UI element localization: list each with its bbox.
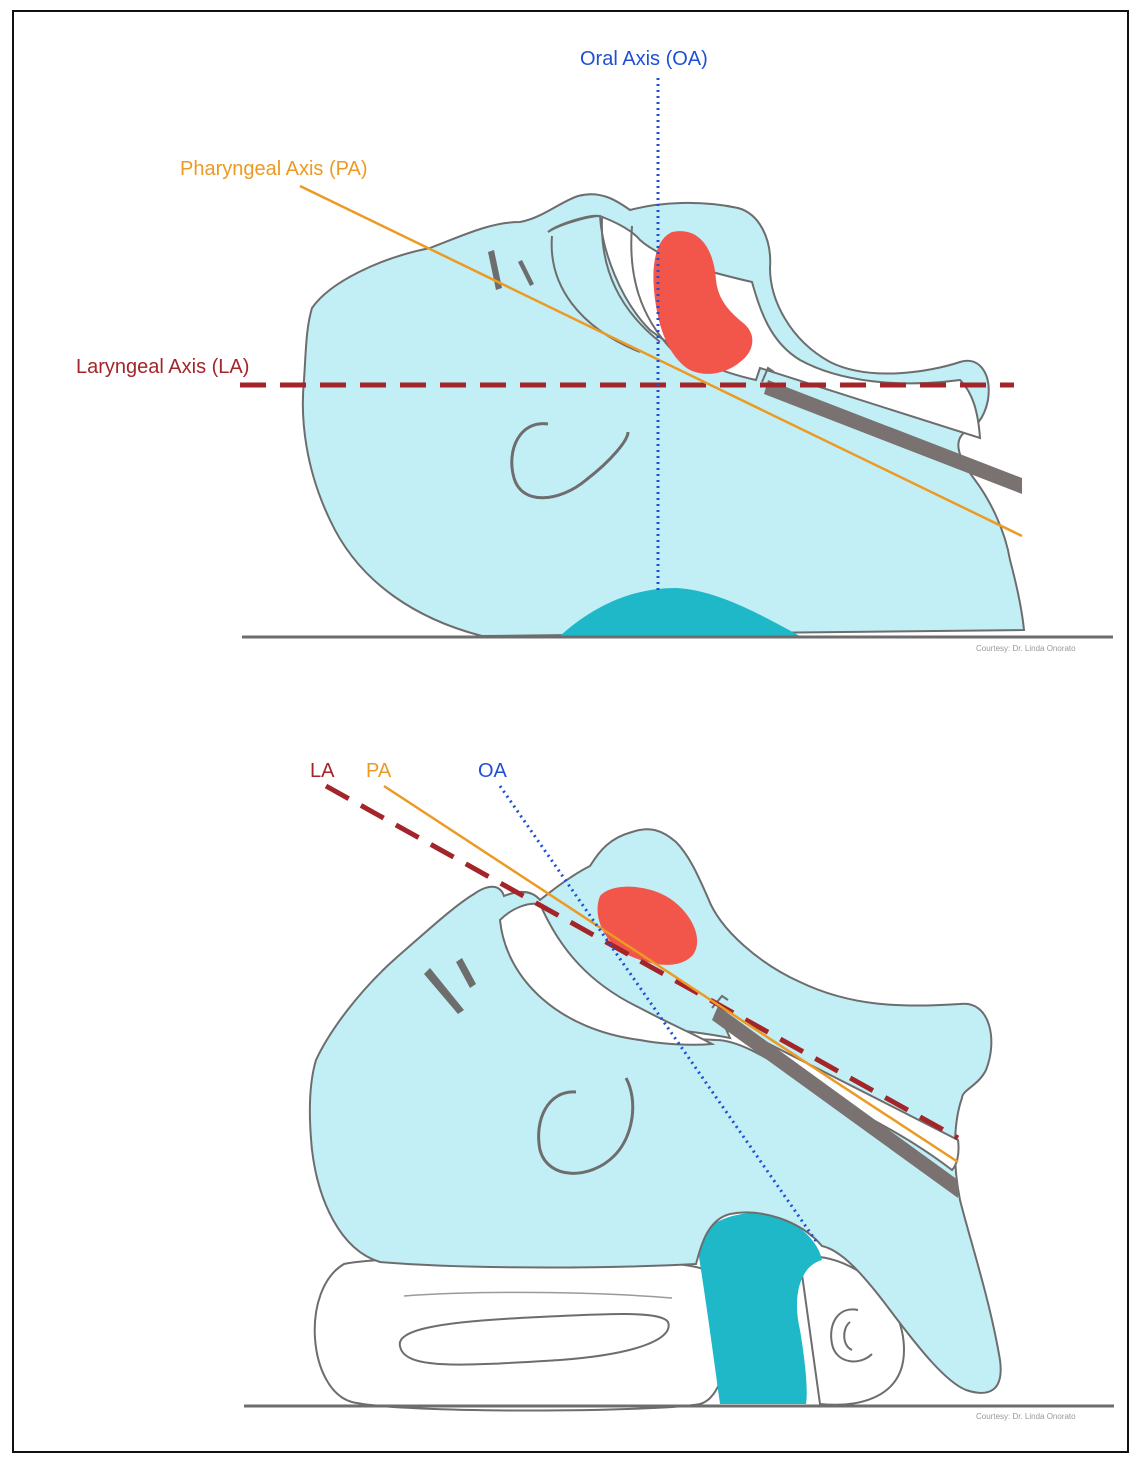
- top-courtesy-credit: Courtesy: Dr. Linda Onorato: [976, 644, 1076, 653]
- bottom-panel: [244, 786, 1114, 1411]
- bottom-pharyngeal-axis-label: PA: [366, 760, 391, 783]
- bottom-courtesy-credit: Courtesy: Dr. Linda Onorato: [976, 1412, 1076, 1421]
- top-laryngeal-axis-label: Laryngeal Axis (LA): [76, 356, 249, 379]
- top-oral-axis-label: Oral Axis (OA): [580, 48, 708, 71]
- bottom-laryngeal-axis-label: LA: [310, 760, 334, 783]
- top-pharyngeal-axis-label: Pharyngeal Axis (PA): [180, 158, 368, 181]
- bottom-oral-axis-label: OA: [478, 760, 507, 783]
- top-panel: [240, 78, 1113, 637]
